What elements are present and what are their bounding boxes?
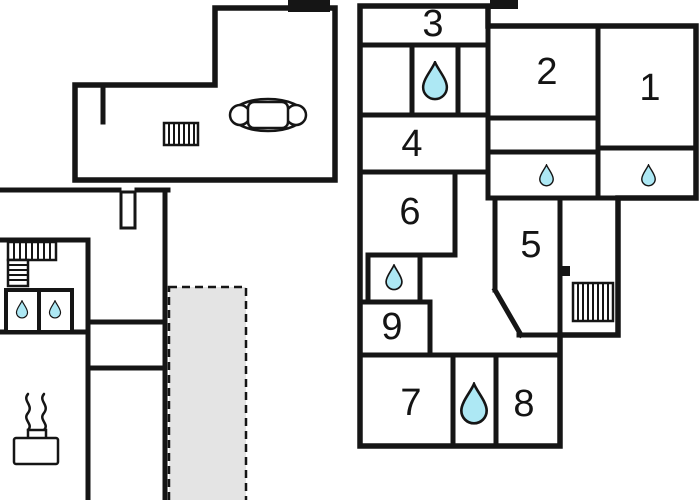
room-label-5: 5	[520, 224, 542, 266]
terrace-area	[167, 285, 248, 500]
wall-stub-stairs	[561, 266, 570, 276]
room-label-1: 1	[639, 67, 661, 109]
room-label-8: 8	[513, 383, 535, 425]
door-icon	[119, 190, 137, 230]
upper-left-building-walls	[72, 5, 338, 183]
room-label-7: 7	[400, 382, 422, 424]
stairs-icon	[571, 281, 615, 323]
stairs-icon	[6, 240, 58, 288]
room-label-4: 4	[401, 123, 423, 165]
room-label-2: 2	[536, 51, 558, 93]
room-label-6: 6	[399, 191, 421, 233]
chimney-stub	[288, 0, 330, 12]
room-label-3: 3	[422, 3, 444, 45]
room-label-9: 9	[381, 306, 403, 348]
wall-stub-top	[490, 0, 518, 9]
sofa-icon	[228, 97, 308, 133]
radiator-icon	[162, 121, 200, 147]
stove-icon	[12, 392, 60, 466]
